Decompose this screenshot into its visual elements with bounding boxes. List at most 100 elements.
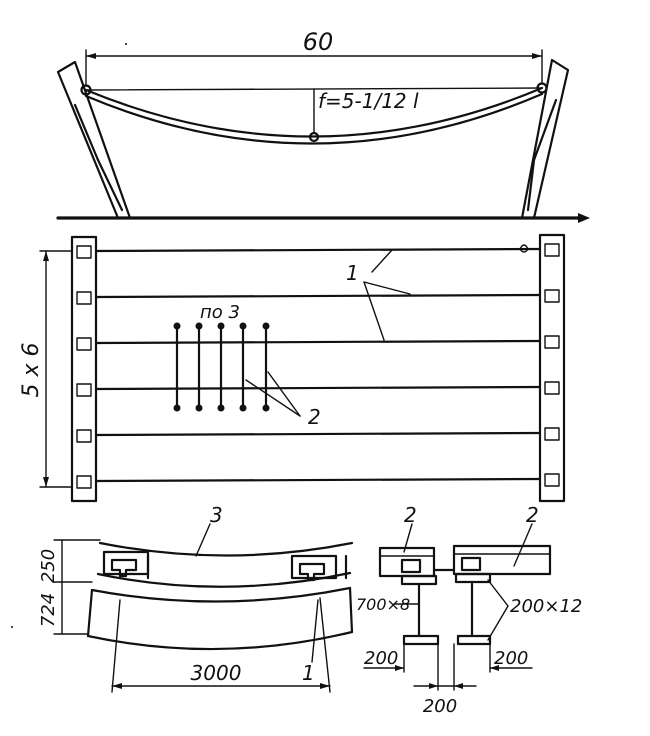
section-callout-1-leader: [311, 599, 319, 663]
sag-cable-lower: [84, 92, 544, 145]
tie-3-end-bottom: [217, 404, 225, 412]
callout-3-label: 3: [210, 503, 223, 527]
left-beam-top-flange: [400, 574, 438, 586]
tie-1-end-top: [173, 322, 181, 330]
cable-6: [94, 477, 542, 483]
callout-1-leader-mid: [363, 281, 411, 295]
cable-1: [94, 247, 542, 253]
tie-1-end-bottom: [173, 404, 181, 412]
dim-3000-ext-left: [111, 599, 121, 693]
right-beam-bottom-flange: [456, 634, 492, 646]
dim-3000-label: 3000: [191, 661, 242, 685]
right-beam-top-flange: [454, 572, 492, 584]
callout-1-label: 1: [346, 261, 359, 285]
right-brace: [532, 98, 558, 162]
left-slot-6: [76, 475, 92, 489]
left-slab-embed: [400, 558, 422, 574]
stray-dot-1: [125, 43, 127, 45]
callout-1-leader-top: [371, 249, 393, 273]
right-edge-beam: [538, 233, 566, 503]
pitch-note: по 3: [200, 302, 240, 323]
detail-callout-2-label-right: 2: [526, 503, 539, 527]
left-strut: [96, 158, 124, 212]
dim-724-label: 724: [38, 593, 59, 627]
detail-callout-2-leader-left: [403, 523, 413, 553]
tie-2-end-bottom: [195, 404, 203, 412]
cable-5: [94, 431, 542, 437]
left-edge-beam: [70, 235, 98, 503]
joint-detail-view: 2 2 700×8 200×12 200 200 200: [356, 503, 582, 717]
callout-2-label: 2: [308, 405, 321, 429]
dim-250-label: 250: [38, 549, 59, 583]
left-slot-2: [76, 291, 92, 305]
detail-callout-2-leader-right: [513, 523, 533, 567]
span-label: 60: [303, 28, 334, 56]
transverse-ties: [173, 322, 270, 412]
callout-2-leader-a: [245, 379, 301, 417]
tie-4-end-top: [239, 322, 247, 330]
right-slot-2: [544, 289, 560, 303]
right-slot-6: [544, 473, 560, 487]
callout-2-leader-b: [267, 371, 301, 417]
left-beam-bottom-flange: [402, 634, 440, 646]
detail-dim-arrow-center-right: [454, 683, 463, 689]
dim-3000-arrow-right: [320, 683, 330, 689]
detail-dim-200-left: 200: [364, 648, 398, 669]
cable-hook: [519, 244, 529, 253]
left-support: [56, 60, 132, 220]
flange-label-leader-bottom: [487, 605, 509, 641]
flange-label-leader-top: [487, 579, 509, 607]
plan-dim-arrow-bottom: [43, 477, 49, 487]
right-slot-5: [544, 427, 560, 441]
dim-3000-ext-right: [319, 597, 331, 693]
tie-5-end-bottom: [262, 404, 270, 412]
plan-view: 5 x 6 по 3 1 2: [19, 233, 566, 503]
beam-right-end: [348, 586, 354, 634]
right-slot-4: [544, 381, 560, 395]
left-slot-1: [76, 245, 92, 259]
dim-3000-arrow-left: [112, 683, 122, 689]
callout-1-leader-low: [363, 281, 385, 341]
right-support: [520, 58, 570, 220]
tie-4-end-bottom: [239, 404, 247, 412]
tie-3-end-top: [217, 322, 225, 330]
section-callout-1-label: 1: [302, 661, 315, 685]
sag-cable-upper: [84, 86, 544, 138]
right-slab-embed: [460, 556, 482, 572]
curved-section-view: 250 724 3000 3 1: [38, 503, 354, 693]
span-arrow-left: [86, 53, 96, 59]
elevation-view: 60 f=5-1/12 l: [56, 28, 590, 223]
detail-dim-arrow-center-left: [429, 683, 438, 689]
left-slot-4: [76, 383, 92, 397]
cable-2: [94, 293, 542, 299]
stray-dot-2: [11, 626, 13, 628]
beam-upper-edge: [90, 586, 352, 603]
detail-dim-200-center: 200: [423, 696, 457, 717]
plan-dim-arrow-top: [43, 251, 49, 261]
right-slab-panel: [452, 544, 552, 576]
left-slot-5: [76, 429, 92, 443]
left-brace: [73, 103, 100, 162]
web-size-label: 700×8: [356, 595, 410, 614]
cable-4: [94, 385, 542, 391]
beam-left-end: [86, 588, 94, 638]
detail-dim-200-right: 200: [494, 648, 528, 669]
right-slot-3: [544, 335, 560, 349]
detail-dim-arrow-right: [490, 665, 499, 671]
cable-3: [94, 339, 542, 345]
cable-spacing-label: 5 x 6: [19, 342, 44, 397]
tie-5-end-top: [262, 322, 270, 330]
left-anchor-detail: [110, 558, 138, 578]
sag-label: f=5-1/12 l: [318, 89, 419, 113]
ground-arrow: [578, 213, 590, 223]
left-slot-3: [76, 337, 92, 351]
detail-dim-arrow-left: [395, 665, 404, 671]
right-slot-1: [544, 243, 560, 257]
tie-2-end-top: [195, 322, 203, 330]
right-strut: [526, 158, 536, 212]
callout-3-leader: [195, 523, 211, 557]
span-arrow-right: [532, 53, 542, 59]
roof-slab-top: [98, 541, 354, 557]
right-anchor-detail: [298, 562, 326, 582]
beam-lower-edge: [86, 630, 354, 651]
